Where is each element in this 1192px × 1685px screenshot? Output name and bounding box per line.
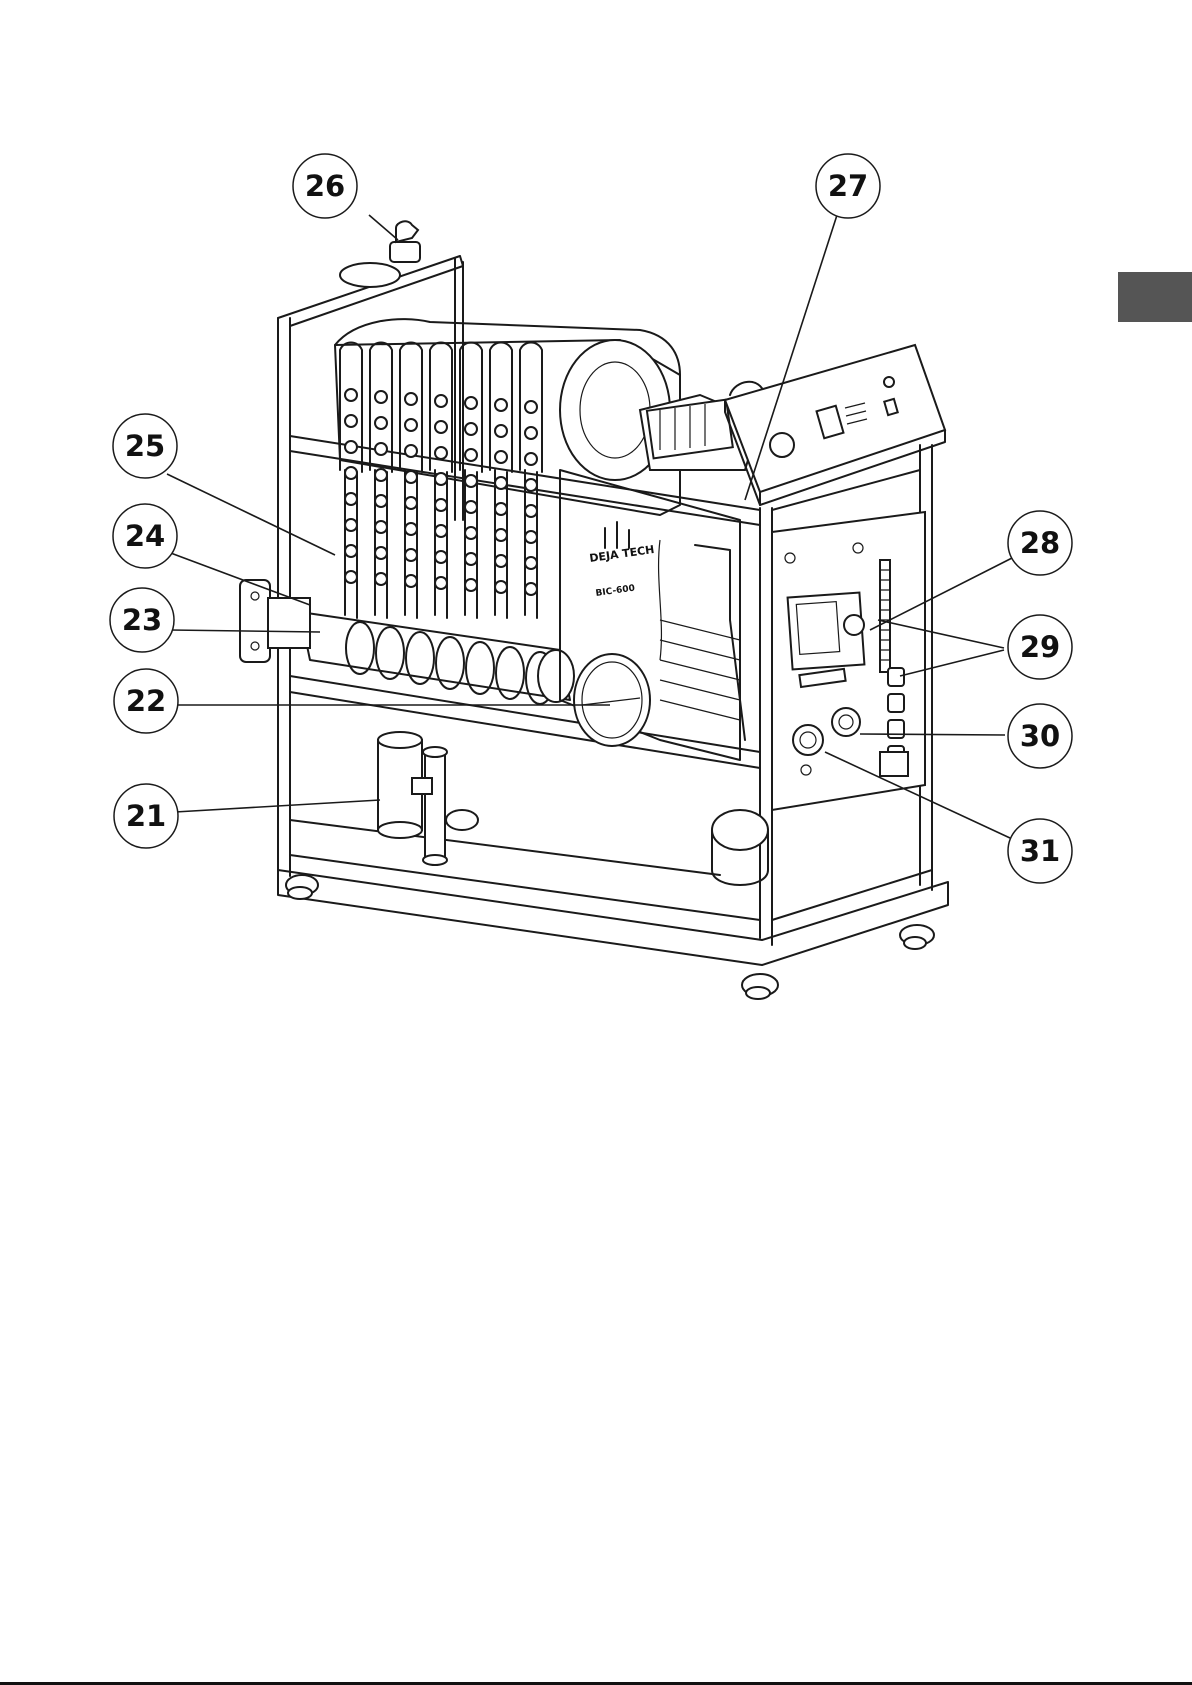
callouts: 21 22 23 24 25 26 27 28 29 30 31 xyxy=(110,154,1072,883)
callout-25: 25 xyxy=(113,414,177,478)
callout-label: 25 xyxy=(125,429,165,463)
callout-label: 31 xyxy=(1020,834,1060,868)
callout-27: 27 xyxy=(816,154,880,218)
callout-26: 26 xyxy=(293,154,357,218)
callout-label: 30 xyxy=(1020,719,1060,753)
callout-29: 29 xyxy=(1008,615,1072,679)
caster-wheels xyxy=(286,875,934,999)
air-vent-valve xyxy=(340,221,420,287)
brand-text: DEJA TECH xyxy=(589,543,656,565)
callout-label: 24 xyxy=(125,519,165,553)
callout-label: 26 xyxy=(305,169,345,203)
callout-23: 23 xyxy=(110,588,174,652)
callout-21: 21 xyxy=(114,784,178,848)
control-panel xyxy=(725,345,945,505)
callout-24: 24 xyxy=(113,504,177,568)
callout-28: 28 xyxy=(1008,511,1072,575)
callout-22: 22 xyxy=(114,669,178,733)
electrical-board xyxy=(772,512,925,810)
callout-label: 28 xyxy=(1020,526,1060,560)
callout-label: 27 xyxy=(828,169,868,203)
model-text: BIC-600 xyxy=(595,584,636,599)
callout-label: 21 xyxy=(126,799,166,833)
callout-label: 29 xyxy=(1020,630,1060,664)
callout-30: 30 xyxy=(1008,704,1072,768)
callout-label: 23 xyxy=(122,603,162,637)
siphon-assembly xyxy=(378,732,478,865)
callout-label: 22 xyxy=(126,684,166,718)
callout-31: 31 xyxy=(1008,819,1072,883)
